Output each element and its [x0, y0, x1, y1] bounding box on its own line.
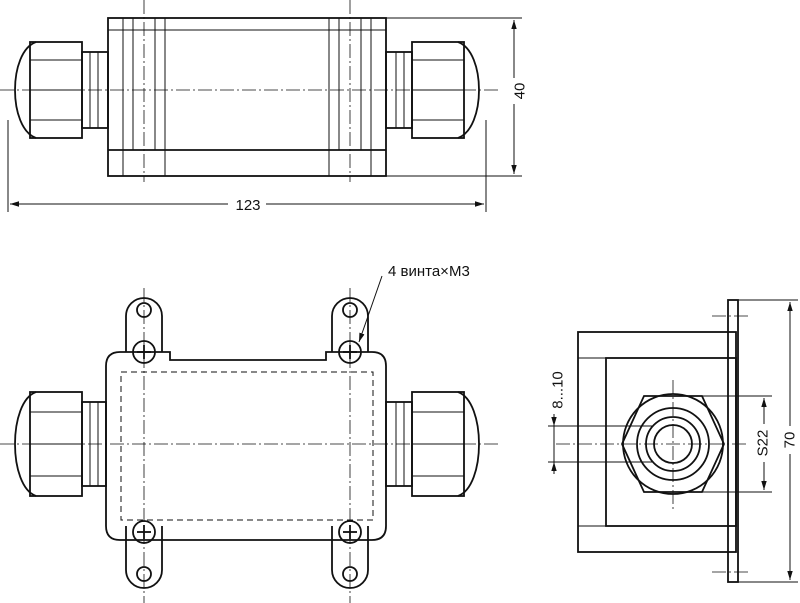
plan-cavity	[120, 371, 374, 521]
front-body	[107, 17, 387, 177]
side-view	[556, 299, 748, 583]
dimension-height: 40	[386, 17, 529, 177]
dimension-cable-range-label: 8...10	[550, 371, 567, 409]
side-body	[577, 331, 737, 553]
dimension-cable-range: 8...10	[548, 371, 652, 474]
dimension-height-label: 40	[512, 83, 529, 100]
screw-heads	[132, 340, 362, 544]
dimension-width: 70	[738, 299, 799, 583]
plan-body	[105, 351, 387, 541]
dimension-length: 123	[7, 120, 487, 214]
dimension-length-label: 123	[235, 197, 260, 214]
dimension-nut-size: S22	[702, 395, 774, 493]
plan-view: 4 винта×M3	[0, 263, 498, 603]
mounting-ears	[125, 297, 369, 589]
dimension-nut-size-label: S22	[755, 430, 772, 457]
dimension-width-label: 70	[782, 432, 799, 449]
front-view	[0, 0, 498, 182]
screw-label: 4 винта×M3	[388, 263, 470, 280]
side-flange	[727, 299, 739, 583]
screw-leader	[358, 275, 383, 343]
